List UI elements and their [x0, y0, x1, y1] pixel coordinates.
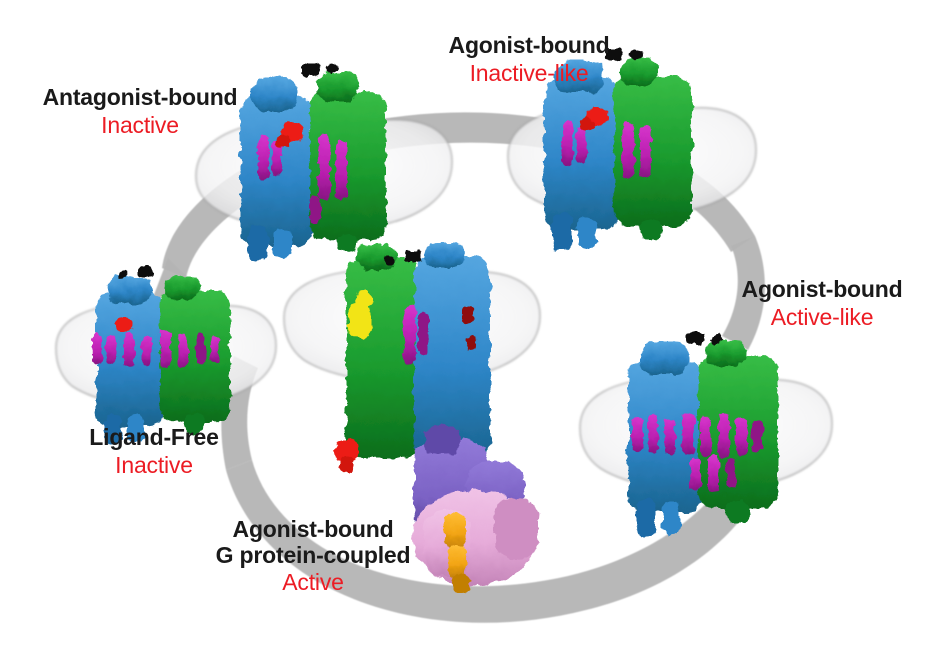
- ligand-red-agonist-inactive: [580, 108, 608, 131]
- label-antagonist-status: Inactive: [101, 111, 179, 138]
- label-g-protein-status: Active: [282, 569, 344, 596]
- structure-agonist-inactive-like: [507, 48, 757, 250]
- label-antagonist-bound: Antagonist-bound Inactive: [14, 84, 266, 138]
- lipid-magenta-agonist-active: [632, 412, 762, 492]
- receptor-green-agonist-inactive: [614, 58, 692, 240]
- label-g-protein-title-line2: G protein-coupled: [215, 541, 411, 568]
- nterm-black-agonist-active: [686, 332, 723, 345]
- nterm-black-antagonist: [302, 62, 338, 76]
- nterm-black-g-protein: [384, 250, 422, 265]
- lipid-magenta-g-protein: [404, 306, 428, 364]
- receptor-green-ligand-free: [160, 276, 230, 434]
- label-antagonist-title: Antagonist-bound: [42, 84, 238, 110]
- label-ligand-free-title: Ligand-Free: [89, 424, 219, 450]
- label-agonist-inactive-title: Agonist-bound: [448, 32, 610, 58]
- ligand-red-antagonist: [276, 122, 304, 148]
- nterm-black-ligand-free: [118, 266, 154, 279]
- label-agonist-active-title: Agonist-bound: [741, 276, 903, 302]
- label-agonist-inactive-status: Inactive-like: [469, 59, 589, 86]
- label-ligand-free: Ligand-Free Inactive: [56, 424, 252, 478]
- accent-red-g-protein: [334, 440, 358, 472]
- accent-red-ligand-free: [116, 318, 132, 331]
- label-agonist-active-like: Agonist-bound Active-like: [715, 276, 929, 330]
- label-agonist-active-status: Active-like: [770, 303, 874, 330]
- label-ligand-free-status: Inactive: [115, 451, 193, 478]
- receptor-green-antagonist: [310, 72, 386, 252]
- structure-ligand-free: [55, 266, 277, 444]
- structure-g-protein-coupled: [283, 242, 541, 594]
- accent-darkred-g-protein: [462, 306, 476, 350]
- structure-agonist-active-like: [579, 332, 833, 536]
- lipid-magenta-ligand-free: [92, 330, 219, 368]
- lipid-magenta-agonist-inactive: [562, 120, 651, 180]
- label-g-protein-title-line1: Agonist-bound: [232, 516, 394, 542]
- nterm-black-agonist-inactive: [604, 48, 642, 61]
- label-g-protein-coupled: Agonist-bound G protein-coupled Active: [168, 516, 458, 596]
- label-agonist-inactive-like: Agonist-bound Inactive-like: [404, 32, 654, 86]
- lipid-magenta-antagonist: [258, 134, 347, 224]
- arrow-segment-right: [722, 236, 765, 350]
- arrow-segment-bottom: [226, 452, 770, 623]
- ligand-yellow-g-protein: [348, 290, 372, 338]
- structure-antagonist-bound: [195, 62, 453, 260]
- g-gamma-orange: [444, 512, 470, 594]
